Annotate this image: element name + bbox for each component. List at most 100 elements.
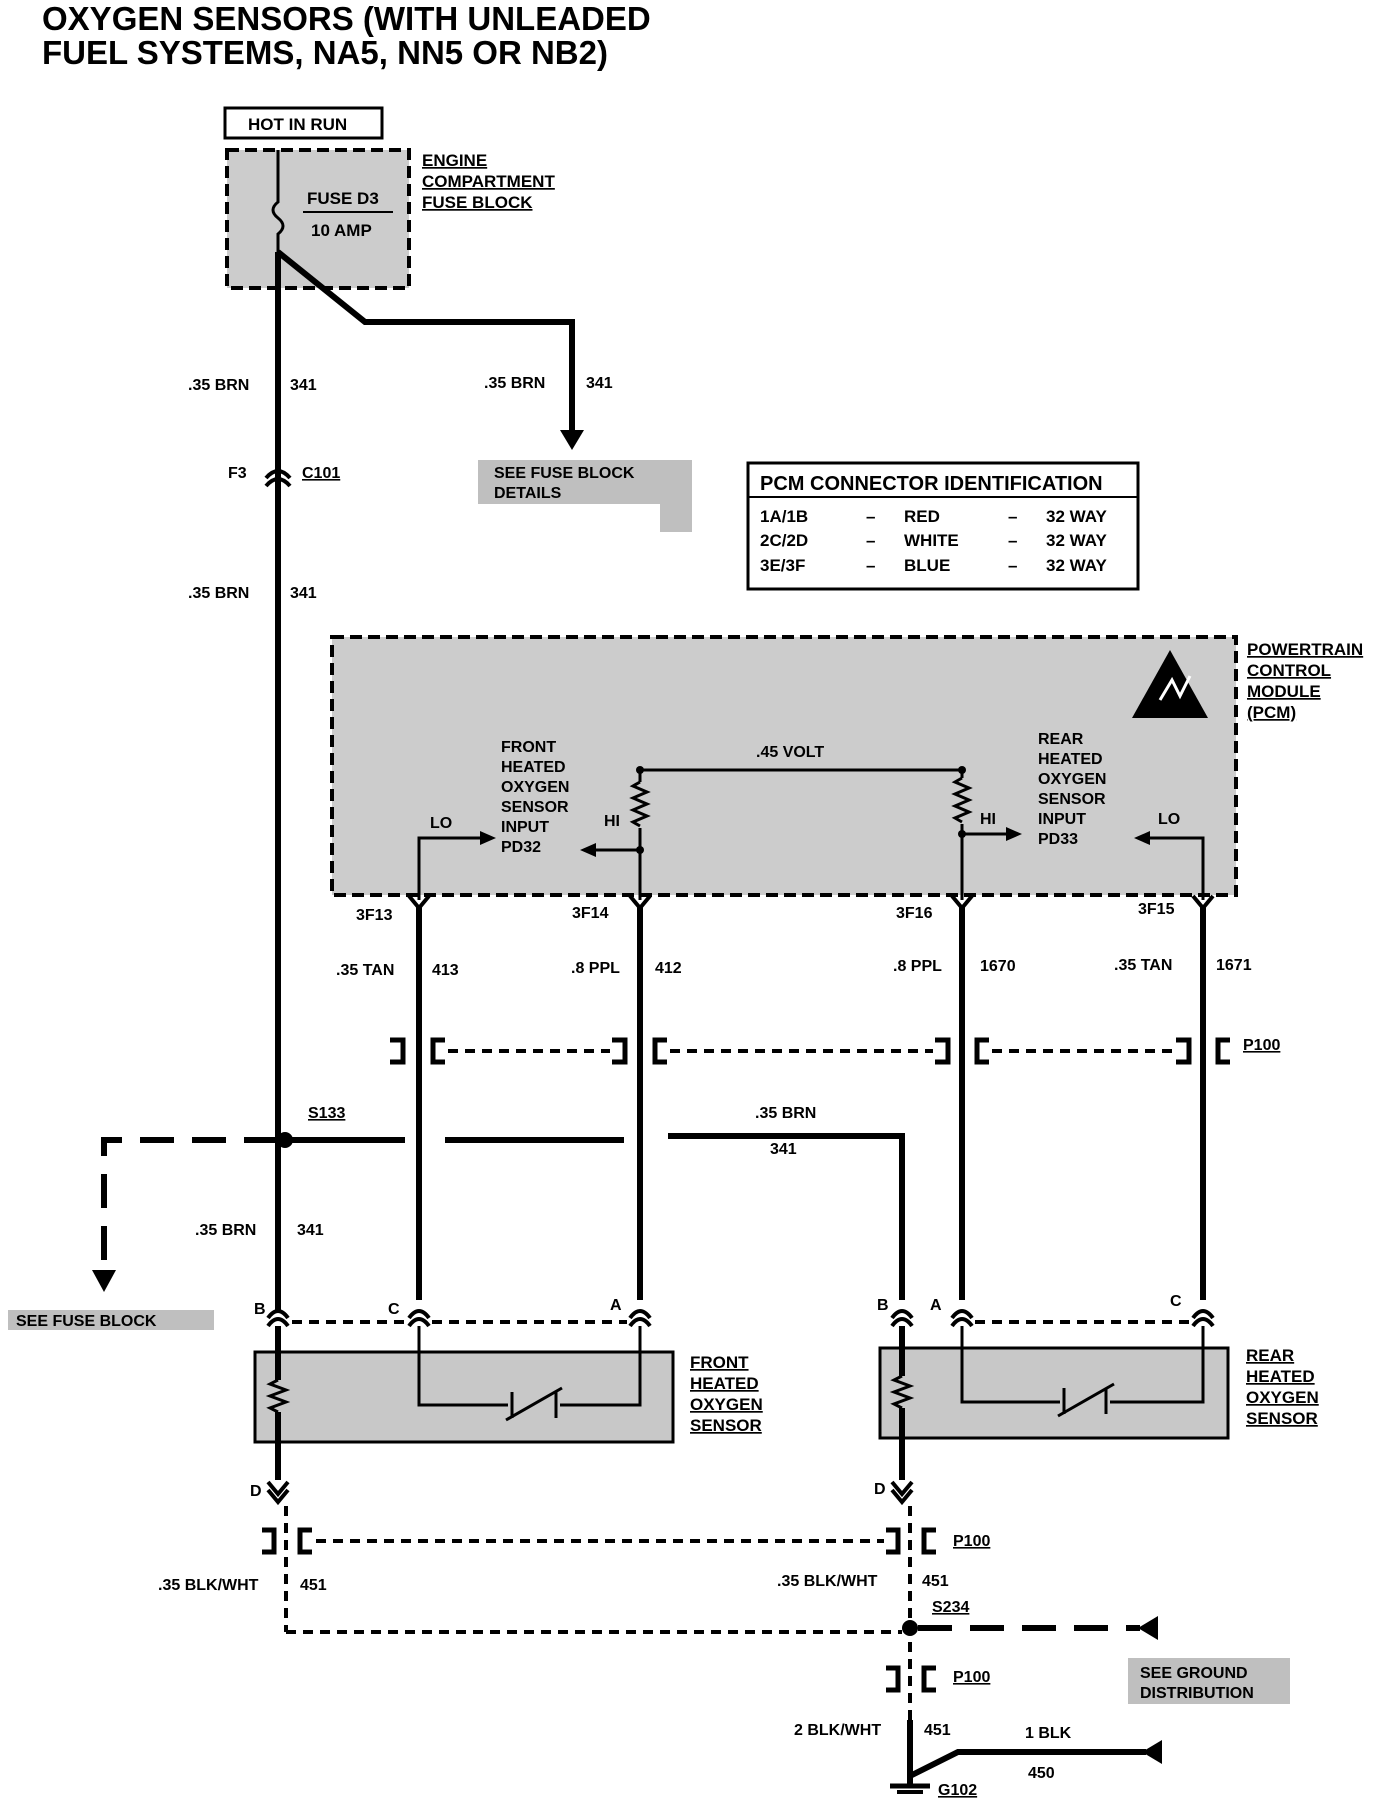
s234-splice (902, 1620, 918, 1636)
blk-label: 1 BLK (1025, 1725, 1072, 1742)
pcm-table-header: PCM CONNECTOR IDENTIFICATION (760, 473, 1103, 495)
svg-text:32 WAY: 32 WAY (1046, 556, 1107, 575)
svg-text:–: – (866, 507, 875, 526)
s133-label: S133 (308, 1105, 345, 1122)
rear-sensor-label-3: OXYGEN (1246, 1388, 1319, 1407)
title-line-1: OXYGEN SENSORS (WITH UNLEADED (42, 0, 651, 37)
brn-label-5: .35 BRN (195, 1222, 256, 1239)
tan-front-label: .35 TAN (336, 962, 394, 979)
fuse-block-label-3: FUSE BLOCK (422, 193, 533, 212)
rear-sensor-label-1: REAR (1246, 1346, 1294, 1365)
pin-3f16: 3F16 (896, 905, 933, 922)
fuse-block-label-2: COMPARTMENT (422, 172, 555, 191)
title-line-2: FUEL SYSTEMS, NA5, NN5 OR NB2) (42, 34, 608, 71)
arrow-left-icon (580, 843, 596, 857)
rear-pin-c: C (1170, 1293, 1182, 1310)
front-pin-a: A (610, 1297, 622, 1314)
front-pin-c: C (388, 1301, 400, 1318)
pcm-label-3: MODULE (1247, 682, 1321, 701)
p100-connector-upper (390, 1037, 1230, 1065)
rear-input-1: REAR (1038, 731, 1084, 748)
brn-label-1: .35 BRN (188, 377, 249, 394)
brn-circuit-4: 341 (770, 1141, 797, 1158)
front-sensor-label-2: HEATED (690, 1374, 759, 1393)
fuse-rating: 10 AMP (311, 221, 372, 240)
fuse-block-ref: SEE FUSE BLOCK (16, 1313, 157, 1330)
brn-crossover-3 (668, 1133, 905, 1300)
fuse-block-ref-wire (101, 1137, 278, 1272)
front-hi-label: HI (604, 813, 620, 830)
rear-lo-line (1148, 836, 1205, 900)
blkwht-front-circuit: 451 (300, 1577, 327, 1594)
ground-ref-2: DISTRIBUTION (1140, 1685, 1254, 1702)
front-sensor-label-1: FRONT (690, 1353, 749, 1372)
svg-text:32 WAY: 32 WAY (1046, 507, 1107, 526)
arrow-left-icon (1142, 1740, 1162, 1764)
svg-text:–: – (1008, 507, 1017, 526)
tan-front-circuit: 413 (432, 962, 459, 979)
front-input-2: HEATED (501, 759, 566, 776)
svg-text:–: – (1008, 531, 1017, 550)
front-sensor-label-3: OXYGEN (690, 1395, 763, 1414)
arrow-left-icon (1134, 831, 1150, 845)
rear-heater-element (889, 1374, 915, 1410)
rear-pin-b: B (877, 1297, 889, 1314)
blkwht-main-circuit: 451 (924, 1722, 951, 1739)
fuse-details-ref-1: SEE FUSE BLOCK (494, 465, 635, 482)
blkwht-main-label: 2 BLK/WHT (794, 1722, 881, 1739)
p100-upper-label: P100 (1243, 1037, 1280, 1054)
brn-circuit-1: 341 (290, 377, 317, 394)
rear-sensor-element (1057, 1382, 1115, 1418)
brn-label-3: .35 BRN (188, 585, 249, 602)
ppl-front-label: .8 PPL (571, 960, 620, 977)
svg-text:1A/1B: 1A/1B (760, 507, 808, 526)
pcm-label-4: (PCM) (1247, 703, 1296, 722)
p100-connector-lower (262, 1527, 936, 1555)
fuse-block-label-1: ENGINE (422, 151, 487, 170)
pcm-label-1: POWERTRAIN (1247, 640, 1363, 659)
c101-connector-top (264, 469, 292, 480)
s234-label: S234 (932, 1599, 969, 1616)
front-oxygen-sensor (253, 1350, 675, 1444)
brn-label-4: .35 BRN (755, 1105, 816, 1122)
front-lo-line (417, 836, 482, 900)
rear-hi-label: HI (980, 811, 996, 828)
front-sensor-label-4: SENSOR (690, 1416, 762, 1435)
pcm-table-row: 2C/2D – WHITE – 32 WAY (760, 531, 1107, 550)
front-pin-b: B (254, 1301, 266, 1318)
arrow-left-icon (1138, 1616, 1158, 1640)
c101-label: C101 (302, 465, 340, 482)
rear-pin-a: A (930, 1297, 942, 1314)
brn-circuit-2: 341 (586, 375, 613, 392)
brn-circuit-3: 341 (290, 585, 317, 602)
tan-rear-circuit: 1671 (1216, 957, 1252, 974)
front-pin-d-connector (266, 1480, 290, 1498)
ground-icon (890, 1783, 930, 1794)
pcm-label-2: CONTROL (1247, 661, 1331, 680)
brn-wire-branch (276, 249, 575, 432)
svg-text:WHITE: WHITE (904, 531, 959, 550)
rear-sensor-circuit (960, 1326, 1060, 1404)
c101-pin: F3 (228, 465, 247, 482)
pcm-table-row: 3E/3F – BLUE – 32 WAY (760, 556, 1107, 575)
ppl-rear-circuit: 1670 (980, 958, 1016, 975)
blkwht-rear-circuit: 451 (922, 1573, 949, 1590)
svg-text:2C/2D: 2C/2D (760, 531, 808, 550)
front-input-3: OXYGEN (501, 779, 569, 796)
front-sensor-element (505, 1386, 563, 1422)
fuse-details-ref-box (478, 460, 692, 504)
hot-in-run-box (223, 106, 384, 140)
front-resistor (629, 780, 651, 828)
ground-ref-box (1128, 1658, 1290, 1704)
rear-sensor-label-4: SENSOR (1246, 1409, 1318, 1428)
svg-text:–: – (866, 531, 875, 550)
volt-label: .45 VOLT (756, 744, 824, 761)
rear-input-6: PD33 (1038, 831, 1078, 848)
pin-3f13: 3F13 (356, 907, 393, 924)
front-input-4: SENSOR (501, 799, 569, 816)
ground-ref-1: SEE GROUND (1140, 1665, 1248, 1682)
front-pin-d: D (250, 1483, 262, 1500)
front-input-6: PD32 (501, 839, 541, 856)
blkwht-front-label: .35 BLK/WHT (158, 1577, 259, 1594)
front-sensor-connector (266, 1309, 652, 1328)
